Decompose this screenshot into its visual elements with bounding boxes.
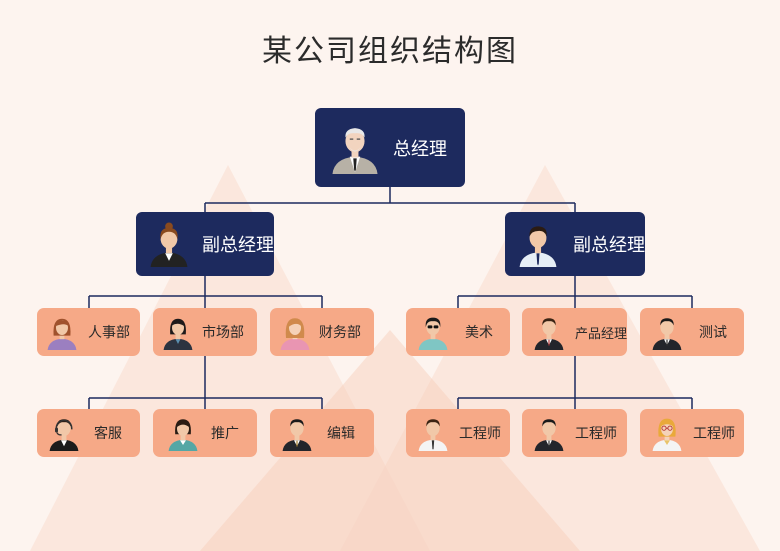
node-finance[interactable]: 财务部 — [270, 308, 374, 356]
man-suit-avatar-icon — [534, 419, 564, 451]
node-service-label: 客服 — [94, 426, 122, 442]
man-suit-avatar-icon — [534, 318, 564, 350]
node-promo[interactable]: 推广 — [153, 409, 257, 457]
node-vp-left-label: 副总经理 — [202, 235, 274, 256]
node-art-label: 美术 — [465, 325, 493, 341]
woman-purple-avatar-icon — [47, 318, 77, 350]
node-eng3-label: 工程师 — [693, 426, 735, 442]
node-vp-left[interactable]: 副总经理 — [136, 212, 274, 276]
connector-ceo-vps — [204, 187, 576, 212]
node-test-label: 测试 — [699, 325, 727, 341]
node-eng1[interactable]: 工程师 — [406, 409, 510, 457]
node-finance-label: 财务部 — [319, 325, 361, 341]
connector-market-sub — [88, 356, 323, 409]
node-eng2-label: 工程师 — [575, 426, 617, 442]
man-suit-avatar-icon — [282, 419, 312, 451]
man-suit-avatar-icon — [652, 318, 682, 350]
chart-title: 某公司组织结构图 — [262, 34, 518, 69]
woman-bun-suit-avatar-icon — [150, 222, 188, 267]
node-product-label: 产品经理 — [575, 326, 628, 342]
woman-teal-avatar-icon — [168, 419, 198, 451]
node-ceo-label: 总经理 — [393, 138, 447, 160]
node-art[interactable]: 美术 — [406, 308, 510, 356]
connector-vp-right-depts — [457, 276, 693, 308]
woman-glasses-avatar-icon — [652, 418, 682, 451]
node-ceo[interactable]: 总经理 — [315, 108, 465, 187]
node-test[interactable]: 测试 — [640, 308, 744, 356]
node-product[interactable]: 产品经理 — [522, 308, 627, 356]
node-market-label: 市场部 — [202, 325, 244, 341]
connector-vp-left-depts — [88, 276, 323, 308]
man-shirt-tie-avatar-icon — [418, 419, 448, 451]
man-shirt-tie-avatar-icon — [519, 226, 557, 267]
woman-pink-avatar-icon — [280, 318, 310, 350]
node-editor-label: 编辑 — [327, 426, 355, 442]
node-vp-right-label: 副总经理 — [573, 235, 645, 256]
node-promo-label: 推广 — [211, 426, 239, 442]
node-eng3[interactable]: 工程师 — [640, 409, 744, 457]
man-sunglasses-avatar-icon — [418, 317, 448, 350]
node-editor[interactable]: 编辑 — [270, 409, 374, 457]
node-market[interactable]: 市场部 — [153, 308, 257, 356]
node-service[interactable]: 客服 — [37, 409, 140, 457]
bg-triangle-center — [200, 330, 580, 551]
headset-agent-avatar-icon — [49, 419, 79, 451]
elderly-man-suit-avatar-icon — [332, 127, 378, 174]
node-eng1-label: 工程师 — [459, 426, 501, 442]
node-vp-right[interactable]: 副总经理 — [505, 212, 645, 276]
node-hr-label: 人事部 — [88, 325, 130, 341]
connector-product-sub — [457, 356, 693, 409]
node-eng2[interactable]: 工程师 — [522, 409, 627, 457]
node-hr[interactable]: 人事部 — [37, 308, 140, 356]
woman-dark-suit-avatar-icon — [163, 318, 193, 350]
